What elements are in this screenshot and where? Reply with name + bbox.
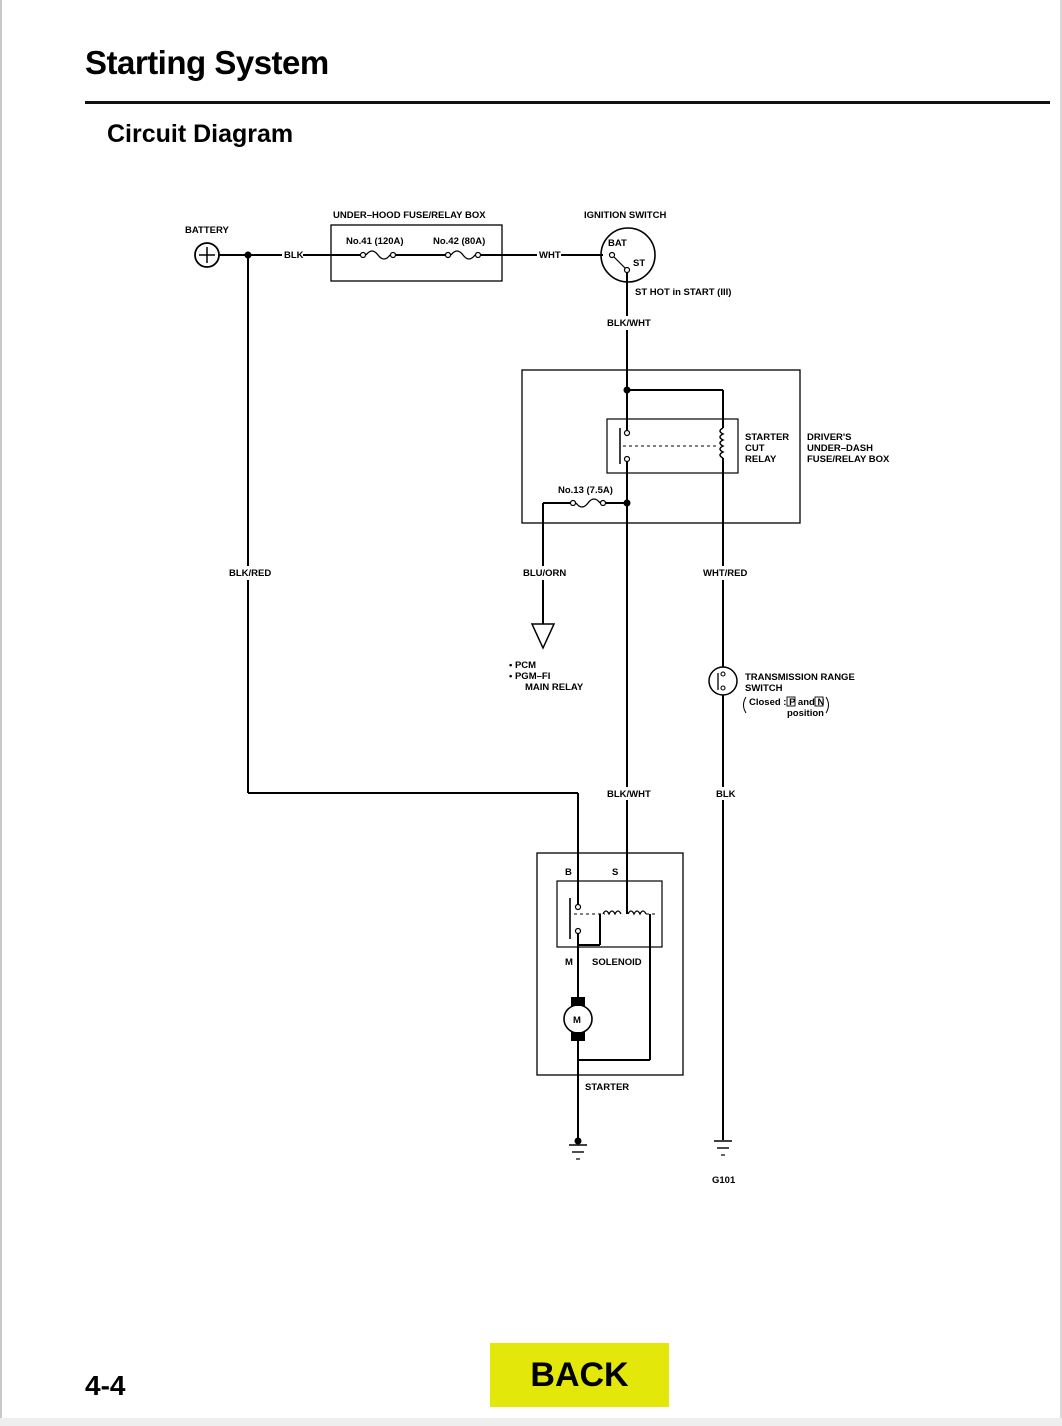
ignition-switch-label: IGNITION SWITCH	[584, 210, 666, 221]
trs-label-2: SWITCH	[745, 683, 783, 694]
dash-box-label-2: UNDER–DASH	[807, 443, 873, 454]
st-hot-note: ST HOT in START (III)	[635, 287, 731, 298]
trs-label-1: TRANSMISSION RANGE	[745, 672, 855, 683]
motor-symbol-label: M	[573, 1015, 581, 1026]
ground-g101-label: G101	[712, 1175, 736, 1186]
dash-box-label-3: FUSE/RELAY BOX	[807, 454, 890, 465]
fuse-42-label: No.42 (80A)	[433, 236, 485, 247]
pcm-connector	[530, 623, 556, 650]
dash-box-label-1: DRIVER'S	[807, 432, 852, 443]
solenoid	[556, 880, 663, 948]
under-hood-fuse-box	[330, 224, 503, 282]
title-rule	[85, 101, 1050, 104]
section-title: Circuit Diagram	[107, 120, 294, 148]
wire-wht-red-label: WHT/RED	[703, 568, 747, 579]
bat-terminal-label: BAT	[608, 238, 627, 249]
transmission-range-switch	[708, 666, 738, 696]
wire-blk-red-label: BLK/RED	[229, 568, 271, 579]
pcm-label-3: MAIN RELAY	[525, 682, 584, 693]
relay-label-2: CUT	[745, 443, 765, 454]
bottom-bar	[0, 1418, 1062, 1426]
trs-label-4: position	[787, 708, 824, 719]
fuse-41-label: No.41 (120A)	[346, 236, 404, 247]
st-terminal-label: ST	[633, 258, 645, 269]
battery-label: BATTERY	[185, 225, 229, 236]
wire-blu-orn-label: BLU/ORN	[523, 568, 566, 579]
relay-label-3: RELAY	[745, 454, 777, 465]
trs-label-3: Closed : P and N	[749, 697, 824, 708]
starter-cut-relay	[606, 418, 739, 474]
solenoid-label: SOLENOID	[592, 957, 642, 968]
page-number: 4-4	[85, 1370, 126, 1401]
wire-blk-bottom-label: BLK	[716, 789, 736, 800]
pcm-label-2: • PGM–FI	[509, 671, 550, 682]
starter-label: STARTER	[585, 1082, 629, 1093]
terminal-b-label: B	[565, 867, 572, 878]
wire-blk-wht-bottom-label: BLK/WHT	[607, 789, 651, 800]
page-title: Starting System	[85, 44, 329, 81]
wire-blk-label: BLK	[284, 250, 304, 261]
fuse-13-label: No.13 (7.5A)	[558, 485, 613, 496]
relay-label-1: STARTER	[745, 432, 789, 443]
starter-assembly	[536, 852, 684, 1076]
back-button[interactable]: BACK	[490, 1343, 669, 1407]
terminal-m-label: M	[565, 957, 573, 968]
fuse-box-label: UNDER–HOOD FUSE/RELAY BOX	[333, 210, 486, 221]
under-dash-fuse-box	[521, 369, 801, 524]
pcm-label-1: • PCM	[509, 660, 536, 671]
wire-wht-label: WHT	[539, 250, 561, 261]
wire-blk-wht-top-label: BLK/WHT	[607, 318, 651, 329]
page-border-left	[0, 0, 2, 1426]
page-border-right	[1060, 0, 1062, 1426]
terminal-s-label: S	[612, 867, 618, 878]
